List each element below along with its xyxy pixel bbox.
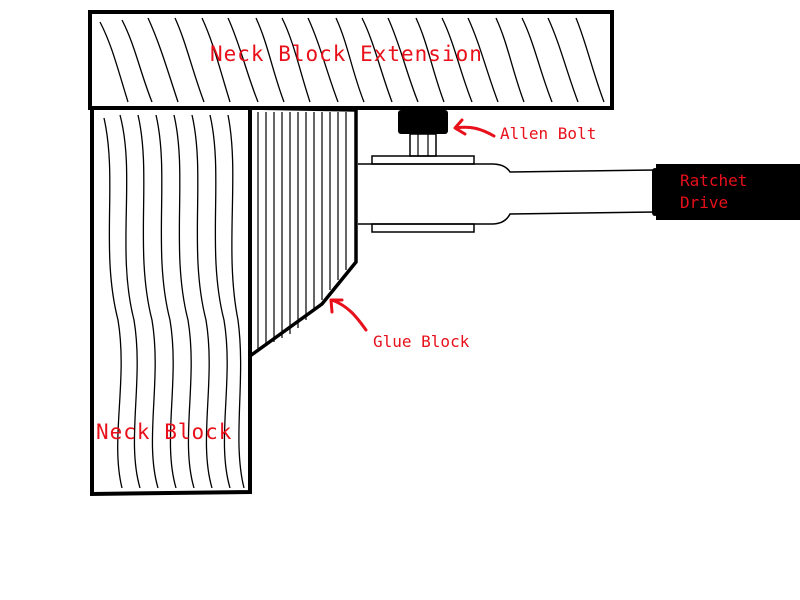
glue-block-label: Glue Block [373, 332, 470, 351]
glue-block-outline [248, 106, 358, 358]
ratchet-head [358, 163, 657, 225]
allen-bolt-label: Allen Bolt [500, 124, 597, 143]
allen-bolt-shank [409, 133, 437, 157]
ratchet-drive-label-line2: Drive [680, 193, 729, 212]
ratchet-wrench [358, 155, 657, 233]
neck-block-extension-outline [88, 10, 614, 110]
neck-block-label: Neck Block [96, 420, 233, 444]
allen-bolt-arrow [453, 118, 496, 138]
neck-block-extension [88, 10, 614, 110]
ratchet-drive-body [656, 164, 800, 220]
neck-block-extension-grain [99, 17, 605, 103]
neck-block-outline [90, 108, 252, 497]
allen-bolt-head [398, 110, 448, 134]
allen-bolt [398, 110, 448, 157]
glue-block [248, 106, 358, 358]
ratchet-drive-handle [652, 164, 800, 220]
glue-block-grain [257, 112, 347, 350]
annotation-arrows [329, 118, 496, 332]
ratchet-drive-label-line1: Ratchet [680, 171, 748, 190]
neck-block [90, 108, 252, 497]
neck-block-grain [103, 114, 245, 489]
glue-block-arrow [329, 298, 368, 332]
neck-block-extension-label: Neck Block Extension [210, 42, 483, 66]
